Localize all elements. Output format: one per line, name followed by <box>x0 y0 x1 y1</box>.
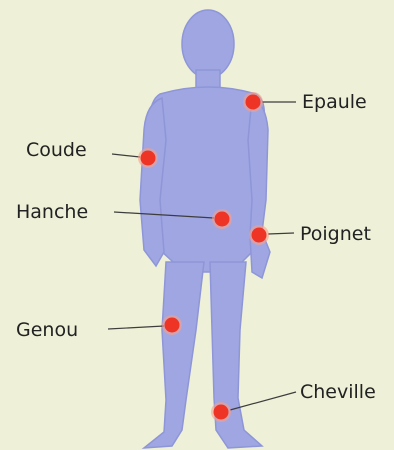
label-coude: Coude <box>26 139 87 161</box>
joint-marker-hanche <box>215 212 230 227</box>
joint-marker-cheville <box>214 405 229 420</box>
head <box>182 10 234 78</box>
label-cheville: Cheville <box>300 381 376 403</box>
torso <box>150 87 264 272</box>
label-poignet: Poignet <box>300 223 371 245</box>
joint-marker-genou <box>165 318 180 333</box>
joint-marker-coude <box>141 151 156 166</box>
right-arm <box>248 98 270 278</box>
label-hanche: Hanche <box>16 201 88 223</box>
label-genou: Genou <box>16 319 78 341</box>
joint-marker-poignet <box>252 228 267 243</box>
joint-marker-epaule <box>246 95 261 110</box>
label-epaule: Epaule <box>302 91 367 113</box>
